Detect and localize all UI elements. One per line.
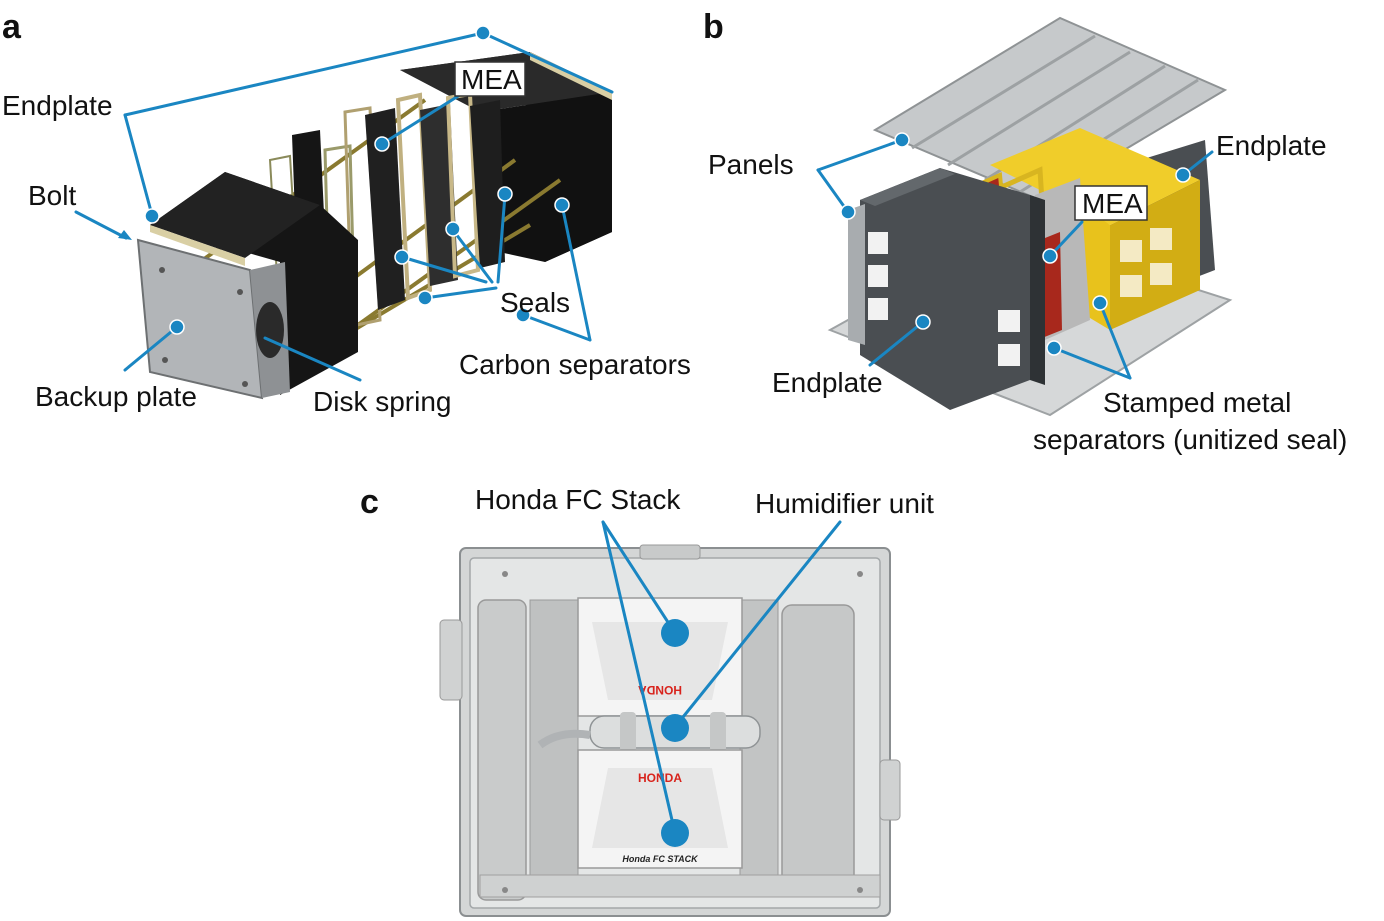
backup-plate-marker	[169, 319, 185, 335]
mea-b-marker	[1042, 248, 1058, 264]
panel-a: a	[2, 8, 691, 417]
mea-label: MEA	[461, 64, 522, 95]
humidifier-label: Humidifier unit	[755, 488, 934, 519]
panel-c-callouts	[601, 520, 842, 847]
fc-stack-upper: HONDA	[577, 597, 743, 717]
front-endplate-b	[848, 168, 1045, 410]
honda-brand-upper: HONDA	[638, 683, 682, 697]
panel-b-callouts	[816, 132, 1214, 380]
front-stack-block	[136, 172, 358, 400]
panel-c: c HONDA	[360, 483, 934, 917]
mea-label-box	[454, 61, 526, 97]
endplate-top-marker	[1175, 167, 1191, 183]
fc-stack-lower-marker	[661, 819, 689, 847]
fc-stack-upper-marker	[661, 619, 689, 647]
panel-a-letter: a	[2, 8, 22, 46]
humidifier-marker	[661, 714, 689, 742]
endplate-label: Endplate	[2, 90, 113, 121]
disk-spring-label: Disk spring	[313, 386, 451, 417]
mea-marker	[374, 136, 390, 152]
seals-label: Seals	[500, 287, 570, 318]
carbon-separator-marker	[554, 197, 570, 213]
mea-b-label-box	[1074, 185, 1148, 221]
panel-b-letter: b	[703, 8, 724, 46]
mea-b-label: MEA	[1082, 188, 1143, 219]
seal-marker	[497, 186, 513, 202]
bolt-label: Bolt	[28, 180, 76, 211]
endplate-marker	[475, 25, 491, 41]
honda-brand-lower: HONDA	[638, 771, 682, 785]
fc-stack-label: Honda FC Stack	[475, 484, 681, 515]
endplate-top-label: Endplate	[1216, 130, 1327, 161]
fc-stack-nameplate: Honda FC STACK	[622, 854, 699, 864]
panel-a-callouts	[74, 25, 614, 382]
carbon-separators-label: Carbon separators	[459, 349, 691, 380]
stamped-label-line1: Stamped metal	[1103, 387, 1291, 418]
panel-b: b	[703, 8, 1347, 455]
endplate-bottom-marker	[915, 314, 931, 330]
stamped-separator-marker	[1092, 295, 1108, 311]
endplate-bottom-label: Endplate	[772, 367, 883, 398]
panel-c-letter: c	[360, 483, 379, 521]
panels-label: Panels	[708, 149, 794, 180]
panels-marker	[894, 132, 910, 148]
backup-plate-label: Backup plate	[35, 381, 197, 412]
stamped-label-line2: separators (unitized seal)	[1033, 424, 1347, 455]
